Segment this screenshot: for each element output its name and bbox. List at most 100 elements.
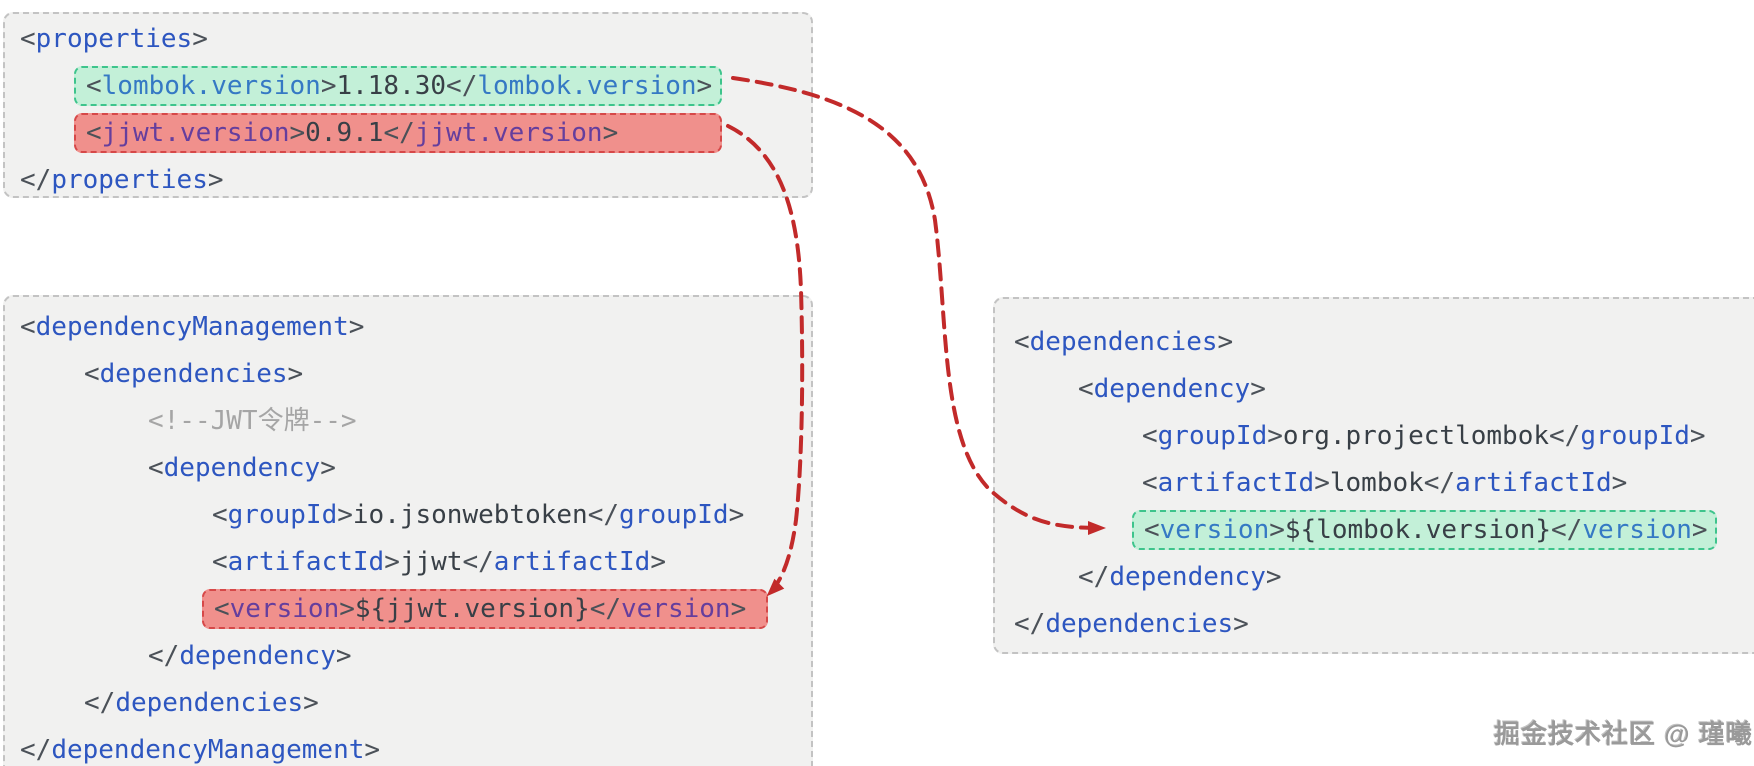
dependency-open-tag-line: <dependency>: [1014, 366, 1754, 413]
code-token: >: [339, 594, 355, 624]
code-token: >: [1217, 327, 1234, 357]
code-token: 1.18.30: [336, 71, 447, 101]
code-token: </: [587, 500, 620, 530]
code-token: >: [1233, 609, 1249, 639]
code-token: </: [589, 594, 622, 624]
code-token: <: [1078, 374, 1094, 404]
code-token: <: [20, 312, 36, 342]
code-token: >: [348, 312, 365, 342]
code-token: </: [383, 118, 415, 148]
code-token: groupId: [619, 500, 729, 530]
code-token: dependency: [1093, 374, 1251, 404]
code-token: version: [1582, 515, 1692, 545]
code-token: artifactId: [493, 547, 651, 577]
code-token: dependencyManagement: [51, 735, 365, 765]
dependencies-open-tag-line: <dependencies>: [20, 351, 811, 398]
lombok-version-property-line: <lombok.version>1.18.30</lombok.version>: [20, 63, 811, 110]
code-token: lombok.version: [477, 71, 697, 101]
code-token: version: [229, 594, 340, 624]
code-token: >: [320, 453, 336, 483]
code-token: >: [337, 500, 353, 530]
properties-open-tag-line: <properties>: [20, 16, 811, 63]
code-token: groupId: [1580, 421, 1690, 451]
code-token: version: [1159, 515, 1270, 545]
code-token: <: [214, 594, 230, 624]
code-token: >: [1611, 468, 1628, 498]
code-token: 0.9.1: [305, 118, 384, 148]
code-token: dependencyManagement: [35, 312, 349, 342]
lombok-version-property-line-highlight: <lombok.version>1.18.30</lombok.version>: [74, 66, 722, 106]
code-token: <: [148, 453, 164, 483]
code-token: <: [1014, 327, 1030, 357]
code-token: >: [289, 118, 306, 148]
code-token: artifactId: [227, 547, 385, 577]
code-token: <: [86, 118, 102, 148]
properties-block: <properties><lombok.version>1.18.30</lom…: [3, 12, 813, 198]
dependencies-close-tag-line: </dependencies>: [20, 680, 811, 727]
code-token: io.jsonwebtoken: [352, 500, 588, 530]
code-token: <: [20, 24, 36, 54]
code-token: dependencies: [99, 359, 288, 389]
code-token: version: [621, 594, 731, 624]
code-token: >: [730, 594, 747, 624]
code-token: org.projectlombok: [1282, 421, 1549, 451]
code-token: </: [1014, 609, 1046, 639]
code-token: >: [1250, 374, 1266, 404]
code-token: </: [446, 71, 478, 101]
code-token: dependency: [179, 641, 336, 671]
dependency-close-tag-line: </dependency>: [1014, 554, 1754, 601]
code-token: jjwt.version: [101, 118, 290, 148]
code-token: </: [20, 165, 52, 195]
code-token: lombok.version: [101, 71, 321, 101]
code-token: >: [287, 359, 304, 389]
code-token: jjwt.version: [414, 118, 603, 148]
jjwt-version-property-line: <jjwt.version>0.9.1</jjwt.version>: [20, 110, 811, 157]
code-token: <: [84, 359, 100, 389]
code-token: dependency: [163, 453, 321, 483]
groupid-jjwt-line: <groupId>io.jsonwebtoken</groupId>: [20, 492, 811, 539]
dependency-management-open-tag-line: <dependencyManagement>: [20, 304, 811, 351]
code-token: dependencies: [115, 688, 304, 718]
code-token: >: [728, 500, 745, 530]
code-token: <: [212, 500, 228, 530]
jjwt-version-usage-line: <version>${jjwt.version}</version>: [20, 586, 811, 633]
jjwt-version-usage-line-highlight: <version>${jjwt.version}</version>: [202, 589, 768, 629]
code-token: >: [1269, 515, 1285, 545]
code-token: >: [335, 641, 352, 671]
dependency-management-close-tag-line: </dependencyManagement>: [20, 727, 811, 766]
code-token: jjwt: [399, 547, 463, 577]
jwt-token-comment-line: <!--JWT令牌-->: [20, 398, 811, 445]
dependencies-open-tag-line: <dependencies>: [1014, 319, 1754, 366]
code-token: >: [1265, 562, 1282, 592]
code-token: >: [303, 688, 319, 718]
code-token: >: [1267, 421, 1283, 451]
code-token: ${jjwt.version}: [354, 594, 590, 624]
code-token: dependency: [1109, 562, 1266, 592]
code-token: lombok: [1329, 468, 1424, 498]
code-token: artifactId: [1455, 468, 1612, 498]
code-token: </: [148, 641, 180, 671]
code-token: dependencies: [1045, 609, 1234, 639]
code-token: artifactId: [1157, 468, 1315, 498]
code-token: >: [207, 165, 224, 195]
code-token: >: [696, 71, 713, 101]
properties-close-tag-line: </properties>: [20, 157, 811, 204]
dependency-management-block: <dependencyManagement><dependencies><!--…: [3, 295, 813, 766]
code-token: >: [192, 24, 208, 54]
code-token: properties: [35, 24, 193, 54]
code-token: >: [320, 71, 337, 101]
code-token: <: [1142, 468, 1158, 498]
code-token: properties: [51, 165, 208, 195]
jjwt-version-property-line-highlight: <jjwt.version>0.9.1</jjwt.version>: [74, 113, 722, 153]
code-token: <: [86, 71, 102, 101]
artifactid-lombok-line: <artifactId>lombok</artifactId>: [1014, 460, 1754, 507]
code-token: <: [1144, 515, 1160, 545]
code-token: </: [20, 735, 52, 765]
code-token: </: [84, 688, 116, 718]
dependency-open-tag-line: <dependency>: [20, 445, 811, 492]
code-token: >: [384, 547, 400, 577]
dependencies-close-tag-line: </dependencies>: [1014, 601, 1754, 648]
code-token: </: [1423, 468, 1456, 498]
code-token: ${lombok.version}: [1284, 515, 1551, 545]
artifactid-jjwt-line: <artifactId>jjwt</artifactId>: [20, 539, 811, 586]
